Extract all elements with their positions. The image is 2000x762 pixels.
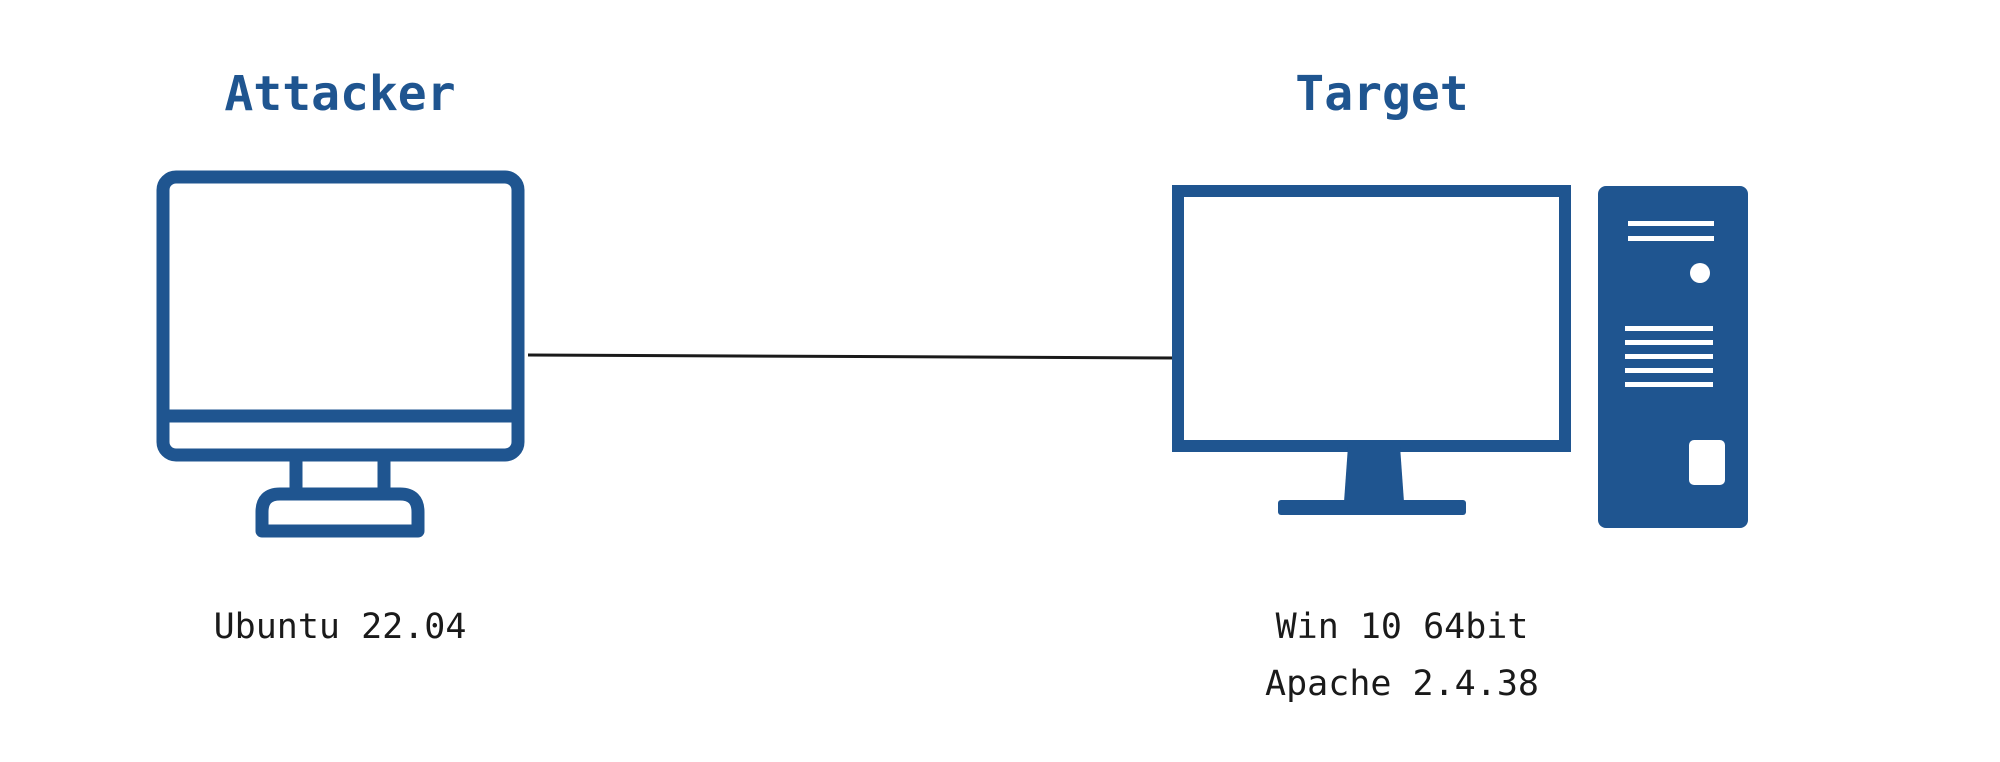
- target-server-spec: Apache 2.4.38: [1265, 664, 1539, 704]
- pc-tower-icon: [1598, 186, 1748, 528]
- attacker-spec-line: Ubuntu 22.04: [214, 607, 467, 647]
- attacker-title: Attacker: [224, 66, 455, 122]
- desktop-monitor-icon: [1172, 185, 1571, 515]
- attacker-node: Attacker Ubuntu 22.04: [156, 66, 525, 647]
- monitor-icon: [156, 170, 525, 538]
- target-os-spec: Win 10 64bit: [1276, 607, 1529, 647]
- network-link: [527, 353, 1179, 360]
- target-title: Target: [1295, 66, 1468, 122]
- target-node: Target Win 10 64bit Apache 2.4.38: [1172, 66, 1748, 704]
